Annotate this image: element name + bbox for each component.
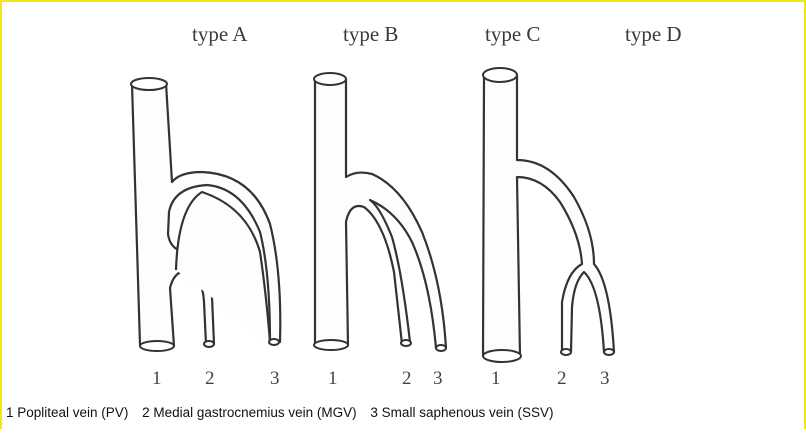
type-c-drawing (483, 68, 614, 362)
legend: 1 Popliteal vein (PV) 2 Medial gastrocne… (6, 405, 564, 420)
type-c-number-1: 1 (491, 368, 501, 390)
type-a-pv-top (131, 78, 167, 90)
type-c-label: type C (485, 22, 540, 47)
type-d-label: type D (625, 22, 682, 47)
type-c-mgv-end (561, 349, 571, 355)
type-b-number-1: 1 (328, 368, 338, 390)
type-a-pv-bottom (140, 341, 174, 351)
type-c-ssv-end (604, 349, 614, 355)
type-b-mgv-end (401, 340, 411, 346)
type-b-pv-top (314, 73, 346, 85)
type-a-label: type A (192, 22, 247, 47)
type-c-number-3: 3 (600, 368, 610, 390)
type-c-pv (483, 75, 614, 356)
type-b-number-3: 3 (433, 368, 443, 390)
type-c-pv-top (483, 68, 517, 82)
type-b-pv (315, 79, 446, 348)
type-b-pv-bottom (314, 340, 348, 350)
type-a-number-3: 3 (270, 368, 280, 390)
type-a-drawing (131, 78, 280, 351)
legend-pv: 1 Popliteal vein (PV) (6, 405, 128, 420)
legend-mgv: 2 Medial gastrocnemius vein (MGV) (142, 405, 357, 420)
type-b-number-2: 2 (402, 368, 412, 390)
type-b-label: type B (343, 22, 398, 47)
type-c-number-2: 2 (557, 368, 567, 390)
type-c-pv-bottom (483, 350, 521, 362)
type-b-ssv-end (436, 345, 446, 351)
type-a-number-2: 2 (205, 368, 215, 390)
type-a-mgv-end (204, 341, 214, 347)
legend-ssv: 3 Small saphenous vein (SSV) (370, 405, 553, 420)
type-b-drawing (314, 73, 446, 351)
type-a-number-1: 1 (152, 368, 162, 390)
type-a-ssv-end (269, 339, 279, 345)
